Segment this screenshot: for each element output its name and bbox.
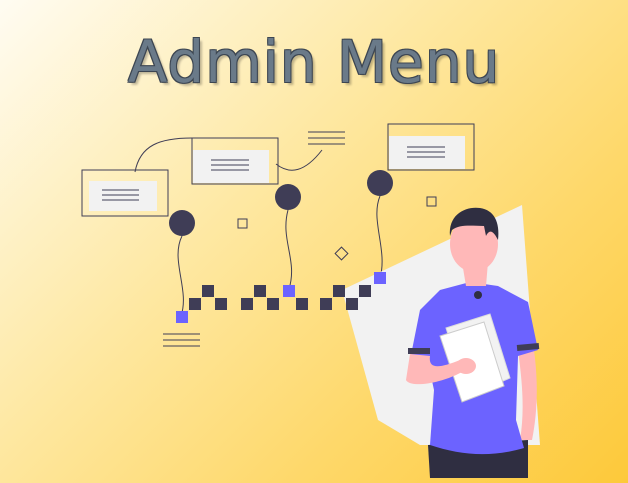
person-illustration (406, 207, 540, 478)
square-outline-icon (426, 196, 437, 207)
square-outline-icon (237, 218, 248, 229)
card-icon (81, 169, 169, 217)
page-title: Admin Menu (127, 28, 501, 96)
checker-pattern (176, 272, 386, 323)
diamond-outline-icon (334, 246, 349, 261)
node-icon (275, 184, 301, 210)
text-lines-icon (308, 131, 345, 145)
card-icon (387, 123, 475, 171)
connector-lines (134, 137, 383, 317)
node-icon (169, 210, 195, 236)
card-icon (191, 137, 279, 185)
node-icon (367, 170, 393, 196)
text-lines-icon (163, 333, 200, 347)
